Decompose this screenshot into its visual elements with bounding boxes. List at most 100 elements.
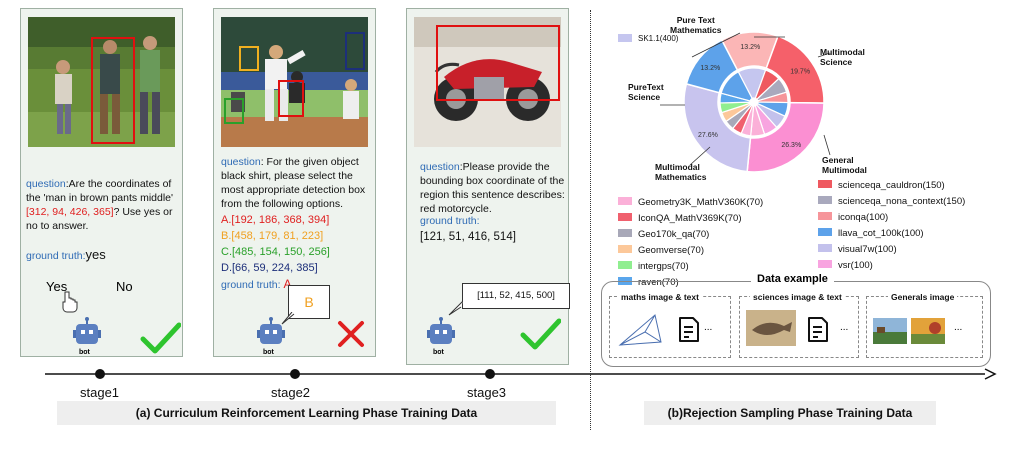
inner-ring-slice (746, 101, 825, 173)
question-body: : For the given object black shirt, plea… (221, 156, 366, 210)
bot-label: bot (263, 349, 274, 356)
legend-item: visual7w(100) (818, 244, 897, 256)
legend-item: Geomverse(70) (618, 245, 704, 257)
legend-text: vsr(100) (838, 260, 873, 271)
leader-line (823, 134, 831, 156)
label-multimodal-math: Multimodal Mathematics (655, 162, 707, 182)
ground-truth-value: A (283, 277, 292, 291)
legend-item: intergps(70) (618, 261, 689, 273)
legend-text: scienceqa_cauldron(150) (838, 180, 945, 191)
robot-icon (257, 317, 285, 344)
legend-text: intergps(70) (638, 261, 689, 272)
percent-label: 26.3% (781, 142, 801, 149)
answer-text: B (304, 294, 314, 310)
option-a: A.[192, 186, 368, 394] (221, 214, 330, 226)
label-pure-text-math: Pure Text Mathematics (670, 15, 722, 35)
leader-line (691, 32, 741, 58)
answer-bubble: B (288, 285, 330, 319)
robot-icon (73, 317, 101, 344)
legend-swatch (618, 213, 632, 222)
general-example-label: Generals image (888, 292, 958, 302)
option-c: C.[485, 154, 150, 256] (221, 246, 330, 258)
stage2-question: question: For the given object black shi… (221, 155, 373, 211)
ground-truth-label: ground truth: (26, 250, 86, 262)
question-label: question (420, 161, 460, 173)
bot-label: bot (79, 349, 90, 356)
legend-item: IconQA_MathV369K(70) (618, 213, 742, 225)
yes-option[interactable]: Yes (46, 279, 68, 294)
science-example-label: sciences image & text (750, 292, 845, 302)
document-icon (679, 317, 699, 342)
legend-swatch (818, 244, 832, 253)
stage3-question: question:Please provide the bounding box… (420, 160, 566, 216)
legend-text: iconqa(100) (838, 212, 889, 223)
bot-label: bot (433, 349, 444, 356)
option-d: D.[66, 59, 224, 385] (221, 262, 318, 274)
legend-text: scienceqa_nona_context(150) (838, 196, 966, 207)
no-option[interactable]: No (116, 279, 133, 294)
legend-text: Geo170k_qa(70) (638, 229, 710, 240)
percent-label: 13.2% (700, 65, 720, 72)
stage2-label: stage2 (271, 385, 311, 400)
legend-item: scienceqa_cauldron(150) (818, 180, 945, 192)
label-multimodal-science: Multimodal Science (820, 47, 865, 67)
legend-swatch (618, 197, 632, 206)
answer-text: [111, 52, 415, 500] (477, 290, 555, 301)
baseball-image (221, 17, 368, 147)
stage2-ground-truth: ground truth: A (221, 277, 291, 292)
legend-item: vsr(100) (818, 260, 873, 272)
leader-line (817, 52, 831, 58)
landscape-image-2 (911, 318, 945, 344)
legend-text: llava_cot_100k(100) (838, 228, 924, 239)
label-puretext-science: PureText Science (628, 82, 664, 102)
landscape-image-1 (873, 318, 907, 344)
left-caption: (a) Curriculum Reinforcement Learning Ph… (57, 401, 556, 425)
legend-item: SK1.1(400) (618, 33, 678, 45)
legend-item: llava_cot_100k(100) (818, 228, 924, 240)
stage2-panel: question: For the given object black shi… (213, 8, 376, 357)
legend-swatch (818, 212, 832, 221)
option-b-box (239, 46, 259, 71)
ground-truth-label: ground truth: (221, 279, 284, 291)
percent-label: 13.2% (740, 44, 760, 51)
legend-item: Geometry3K_MathV360K(70) (618, 197, 763, 209)
legend-item: Geo170k_qa(70) (618, 229, 709, 241)
ground-truth-value: [121, 51, 416, 514] (420, 231, 516, 243)
question-label: question (26, 178, 66, 190)
geometry-figure-icon (618, 314, 662, 346)
inner-dataset-slice (720, 71, 753, 102)
legend-text: SK1.1(400) (638, 34, 679, 43)
bubble-tail (281, 312, 295, 325)
data-example-title: Data example (751, 273, 834, 285)
legend-text: Geomverse(70) (638, 245, 704, 256)
timeline (45, 368, 997, 380)
percent-label: 27.6% (698, 132, 718, 139)
ground-truth-value: yes (85, 247, 106, 262)
legend-swatch (618, 229, 632, 238)
stage1-ground-truth: ground truth:yes (26, 248, 106, 263)
question-coords: [312, 94, 426, 365] (26, 206, 114, 218)
right-caption: (b)Rejection Sampling Phase Training Dat… (644, 401, 936, 425)
stage1-panel: question:Are the coordinates of the 'man… (20, 8, 183, 357)
stage3-bbox (436, 25, 560, 101)
legend-text: visual7w(100) (838, 244, 897, 255)
legend-text: Geometry3K_MathV360K(70) (638, 197, 764, 208)
inner-ring-slice (685, 38, 739, 94)
question-suffix: ? Use yes or no to answer. (26, 206, 173, 232)
general-ellipsis: ... (954, 322, 963, 333)
stage3-label: stage3 (467, 385, 507, 400)
answer-bubble: [111, 52, 415, 500] (462, 283, 570, 309)
option-b: B.[458, 179, 81, 223] (221, 230, 324, 242)
legend-swatch (818, 260, 832, 269)
legend-swatch (818, 196, 832, 205)
legend-swatch (818, 228, 832, 237)
dataset-sunburst-chart: 13.2%19.7%26.3%27.6%13.2% (660, 31, 831, 173)
stage1-question: question:Are the coordinates of the 'man… (26, 177, 180, 233)
question-body: :Please provide the bounding box coordin… (420, 161, 565, 215)
stage3-photo (414, 17, 561, 147)
option-a-box (278, 80, 304, 117)
bubble-tail (448, 301, 463, 316)
cross-icon (338, 321, 364, 347)
math-example-label: maths image & text (618, 292, 702, 302)
stage1-photo (28, 17, 175, 147)
